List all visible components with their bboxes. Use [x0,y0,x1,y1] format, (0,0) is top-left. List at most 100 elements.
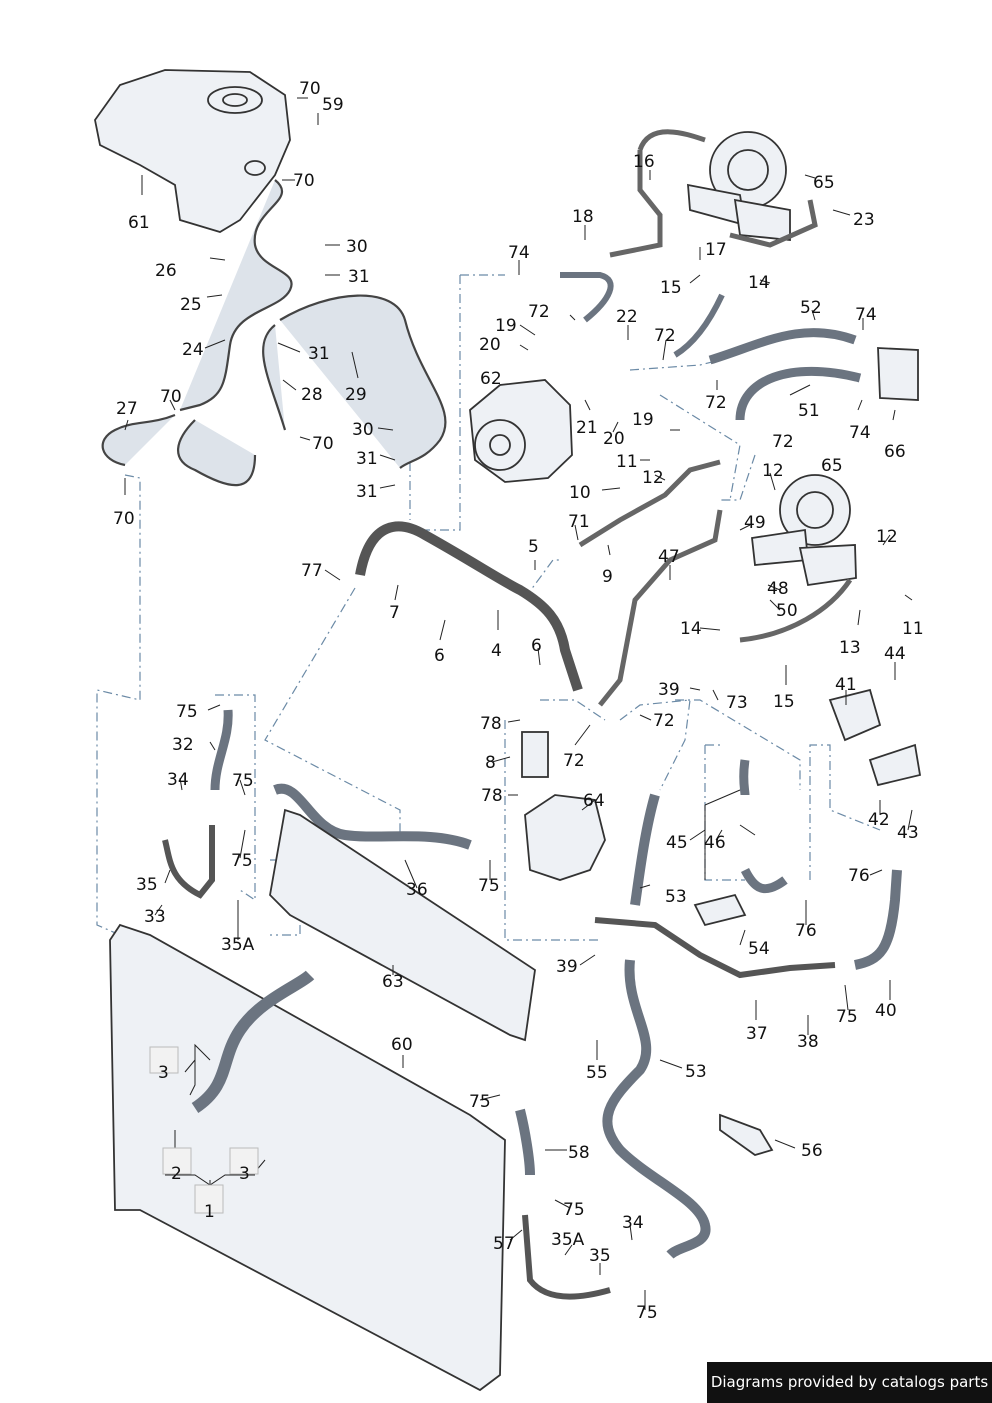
callout-label: 41 [835,675,857,695]
upper-left-hoses [101,179,447,487]
callout-label: 6 [531,636,542,656]
callout-label: 14 [680,619,702,639]
callout-label: 49 [744,513,766,533]
callout-label: 12 [762,461,784,481]
callout-label: 72 [528,302,550,322]
callout-label: 17 [705,240,727,260]
callout-label: 30 [346,237,368,257]
callout-label: 64 [583,791,605,811]
oil-cooler [877,347,919,401]
callout-label: 8 [485,753,496,773]
callout-label: 23 [853,210,875,230]
intercooler [269,808,536,1042]
callout-label: 7 [389,603,400,623]
callout-label: 9 [602,567,613,587]
callout-label: 70 [293,171,315,191]
lower-hoses [515,759,902,1300]
callout-label: 75 [231,851,253,871]
footer-credit: Diagrams provided by catalogs parts [707,1362,992,1403]
metal-pipes [355,129,853,707]
callout-label: 70 [312,434,334,454]
callout-label: 43 [897,823,919,843]
callout-label: 4 [491,641,502,661]
callout-label: 6 [434,646,445,666]
callout-label: 16 [633,152,655,172]
callout-label: 63 [382,972,404,992]
callout-label: 35 [136,875,158,895]
brackets [693,688,922,1156]
callout-label: 52 [800,298,822,318]
callout-label: 20 [479,335,501,355]
callout-label: 21 [576,418,598,438]
callout-label: 35A [551,1230,585,1250]
callout-label: 3 [239,1164,250,1184]
callout-label: 37 [746,1024,768,1044]
callout-label: 74 [508,243,530,263]
callout-label: 76 [795,921,817,941]
callout-label: 75 [176,702,198,722]
callout-label: 39 [658,680,680,700]
callout-label: 39 [556,957,578,977]
callout-label: 35 [589,1246,611,1266]
callout-label: 48 [767,579,789,599]
callout-label: 75 [836,1007,858,1027]
callout-label: 31 [308,344,330,364]
callout-label: 1 [204,1202,215,1222]
middle-left-hoses [162,709,472,899]
callout-label: 34 [622,1213,644,1233]
callout-label: 75 [469,1092,491,1112]
alternator [469,379,573,483]
expansion-tank [94,69,291,233]
callout-label: 24 [182,340,204,360]
callout-label: 70 [160,387,182,407]
callout-label: 72 [563,751,585,771]
callout-label: 44 [884,644,906,664]
callout-label: 65 [813,173,835,193]
callout-label: 12 [876,527,898,547]
callout-label: 35A [221,935,255,955]
callout-label: 51 [798,401,820,421]
callout-label: 36 [406,880,428,900]
callout-label: 72 [654,326,676,346]
callout-label: 12 [642,468,664,488]
callout-label: 71 [568,512,590,532]
callout-label: 72 [772,432,794,452]
label-boxes [149,1046,259,1214]
callout-label: 46 [704,833,726,853]
callout-label: 75 [563,1200,585,1220]
callout-label: 61 [128,213,150,233]
callout-label: 22 [616,307,638,327]
callout-label: 75 [232,771,254,791]
callout-label: 74 [849,423,871,443]
callout-label: 2 [171,1164,182,1184]
callout-label: 65 [821,456,843,476]
callout-label: 3 [158,1063,169,1083]
callout-label: 11 [616,452,638,472]
callout-label: 32 [172,735,194,755]
callout-label: 33 [144,907,166,927]
callout-label: 19 [632,410,654,430]
callout-label: 53 [665,887,687,907]
assembly-lines [96,274,881,941]
callout-label: 40 [875,1001,897,1021]
callout-label: 5 [528,537,539,557]
callout-label: 20 [603,429,625,449]
callout-label: 76 [848,866,870,886]
upper-right-hoses [560,272,862,421]
callout-label: 57 [493,1234,515,1254]
callout-label: 25 [180,295,202,315]
connector-8 [521,731,549,778]
callout-label: 27 [116,399,138,419]
callout-label: 47 [658,547,680,567]
callout-label: 58 [568,1143,590,1163]
water-pump [524,794,606,881]
callout-label: 55 [586,1063,608,1083]
callout-label: 29 [345,385,367,405]
turbocharger-upper [687,131,791,241]
callout-label: 19 [495,316,517,336]
callout-label: 34 [167,770,189,790]
callout-label: 14 [748,273,770,293]
callout-label: 31 [348,267,370,287]
callout-label: 42 [868,810,890,830]
callout-label: 38 [797,1032,819,1052]
